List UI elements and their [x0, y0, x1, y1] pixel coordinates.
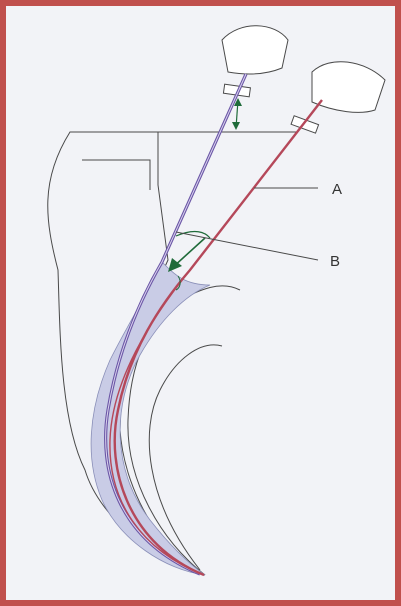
- handpiece-b: [222, 26, 288, 74]
- handpiece-a: [312, 62, 385, 113]
- tooth-inner-outline: [82, 160, 150, 190]
- stopper-a: [291, 116, 319, 133]
- label-b: B: [330, 253, 340, 270]
- label-a: A: [332, 181, 342, 198]
- angle-arc: [176, 232, 210, 238]
- depth-arrow-head-bottom: [232, 122, 240, 130]
